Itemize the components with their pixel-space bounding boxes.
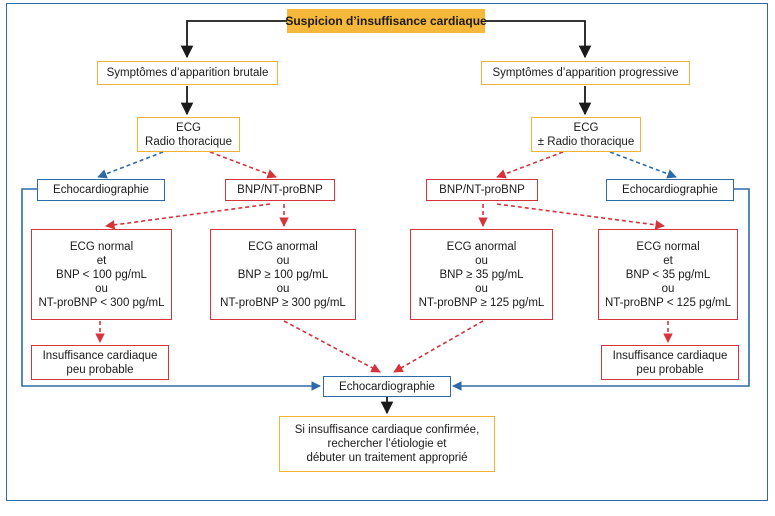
conclusion-box: Si insuffisance cardiaque confirmée, rec…	[279, 416, 495, 472]
center-echo-text: Echocardiographie	[339, 380, 435, 393]
left-normal-box: ECG normal et BNP < 100 pg/mL ou NT-proB…	[31, 229, 172, 320]
right-onset-box: Symptômes d’apparition progressive	[481, 61, 690, 85]
line-left-echo-to-center	[21, 188, 321, 391]
arrow-top-to-right	[485, 20, 592, 59]
left-echo-text: Echocardiographie	[53, 184, 149, 196]
center-echo-box: Echocardiographie	[323, 376, 451, 397]
left-unlikely-box: Insuffisance cardiaque peu probable	[31, 345, 169, 380]
right-onset-text: Symptômes d’apparition progressive	[492, 67, 679, 79]
left-normal-line: et	[96, 254, 107, 267]
left-bnp-box: BNP/NT-proBNP	[225, 179, 335, 201]
right-normal-line: et	[663, 254, 673, 267]
conclusion-line: Si insuffisance cardiaque confirmée,	[294, 424, 480, 436]
left-unlikely-line: Insuffisance cardiaque	[42, 349, 158, 362]
left-onset-box: Symptômes d’apparition brutale	[97, 61, 278, 85]
right-normal-line: ou	[661, 282, 675, 295]
left-abnormal-box: ECG anormal ou BNP ≥ 100 pg/mL ou NT-pro…	[210, 229, 356, 320]
right-exam-line: ECG	[573, 121, 599, 134]
conclusion-line: débuter un traitement approprié	[306, 452, 468, 464]
right-bnp-text: BNP/NT-proBNP	[439, 184, 525, 196]
right-exam-box: ECG ± Radio thoracique	[531, 117, 641, 152]
right-abnormal-box: ECG anormal ou BNP ≥ 35 pg/mL ou NT-proB…	[410, 229, 553, 320]
right-unlikely-line: Insuffisance cardiaque	[612, 349, 728, 362]
left-abnormal-line: ECG anormal	[248, 240, 318, 253]
right-normal-line: BNP < 35 pg/mL	[625, 268, 711, 281]
right-echo-text: Echocardiographie	[622, 184, 718, 196]
top-suspicion-text: Suspicion d’insuffisance cardiaque	[285, 14, 487, 28]
left-onset-text: Symptômes d’apparition brutale	[106, 67, 269, 79]
right-abnormal-line: BNP ≥ 35 pg/mL	[439, 268, 524, 281]
left-normal-line: ECG normal	[69, 240, 134, 253]
top-suspicion-box: Suspicion d’insuffisance cardiaque	[285, 9, 487, 33]
arrow-right-bnp-to-normal	[496, 203, 665, 230]
right-abnormal-line: ECG anormal	[446, 240, 517, 253]
arrow-left-abnormal-to-echo	[283, 320, 381, 373]
right-abnormal-line: ou	[475, 282, 488, 295]
arrow-left-exam-to-bnp	[209, 151, 277, 179]
right-bnp-box: BNP/NT-proBNP	[426, 179, 538, 201]
arrow-right-exam-to-bnp	[496, 151, 564, 179]
left-abnormal-line: NT-proBNP ≥ 300 pg/mL	[220, 296, 346, 309]
right-abnormal-line: NT-proBNP ≥ 125 pg/mL	[418, 296, 545, 309]
arrow-right-abnormal-to-echo	[393, 320, 484, 373]
left-abnormal-line: ou	[276, 282, 290, 295]
right-abnormal-line: ou	[475, 254, 488, 267]
left-normal-line: ou	[95, 282, 108, 295]
arrow-left-bnp-to-normal	[105, 203, 271, 230]
right-unlikely-box: Insuffisance cardiaque peu probable	[601, 345, 739, 380]
right-echo-box: Echocardiographie	[606, 179, 734, 201]
line-right-echo-to-center	[452, 188, 750, 391]
left-exam-box: ECG Radio thoracique	[137, 117, 240, 152]
left-abnormal-line: ou	[276, 254, 290, 267]
left-echo-box: Echocardiographie	[37, 179, 165, 201]
left-exam-line: Radio thoracique	[145, 135, 232, 148]
right-normal-line: ECG normal	[636, 240, 700, 253]
right-unlikely-line: peu probable	[636, 363, 704, 376]
left-normal-line: BNP < 100 pg/mL	[56, 268, 147, 281]
conclusion-line: rechercher l’étiologie et	[327, 438, 447, 450]
left-abnormal-line: BNP ≥ 100 pg/mL	[237, 268, 329, 281]
right-normal-line: NT-proBNP < 125 pg/mL	[604, 296, 732, 309]
diagram-frame	[6, 3, 768, 501]
arrow-left-exam-to-echo	[97, 151, 164, 179]
right-normal-box: ECG normal et BNP < 35 pg/mL ou NT-proBN…	[598, 229, 738, 320]
left-bnp-text: BNP/NT-proBNP	[237, 184, 323, 196]
arrow-right-exam-to-echo	[609, 151, 677, 179]
left-normal-line: NT-proBNP < 300 pg/mL	[38, 296, 165, 309]
arrow-top-to-left	[180, 20, 287, 59]
left-unlikely-line: peu probable	[66, 363, 134, 376]
left-exam-line: ECG	[176, 121, 201, 134]
right-exam-line: ± Radio thoracique	[537, 135, 635, 148]
